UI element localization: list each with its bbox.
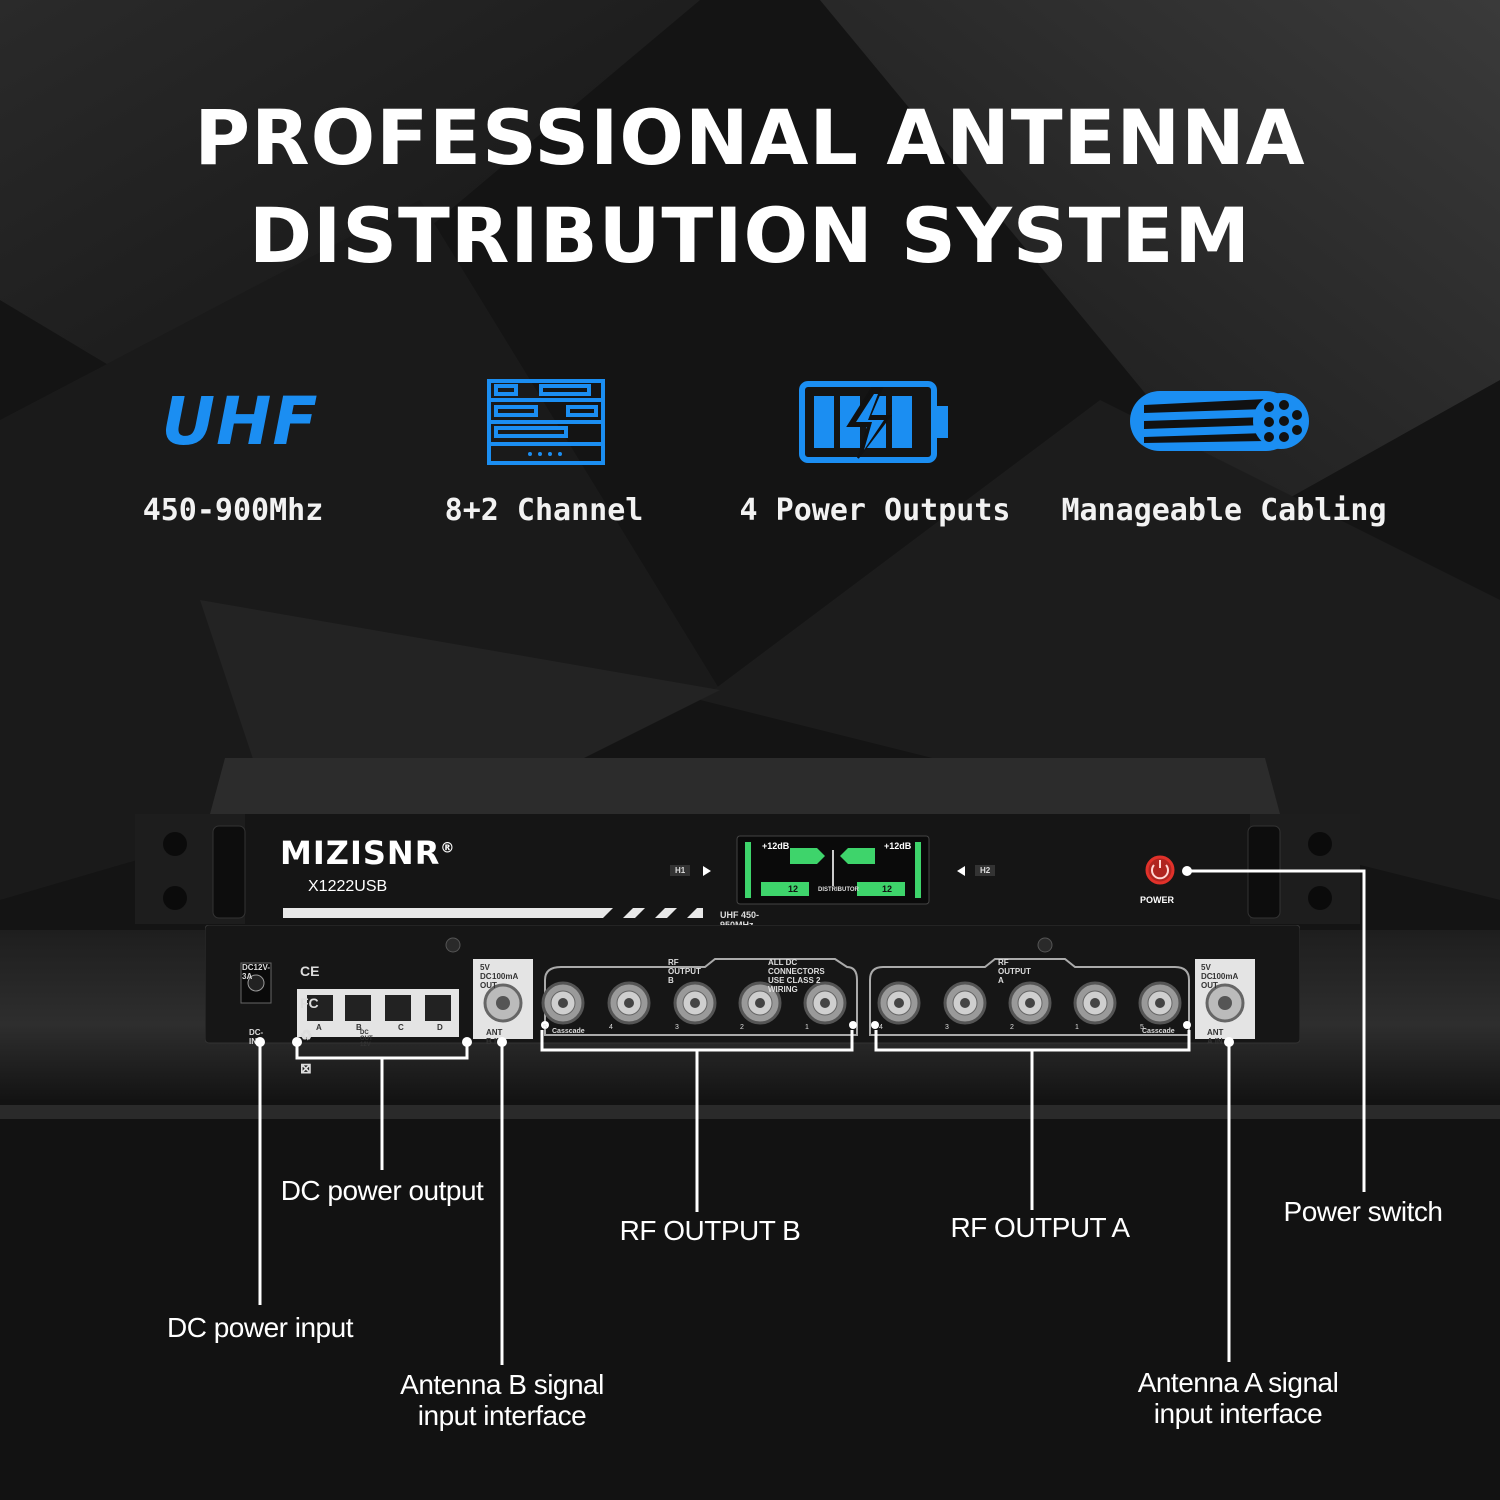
feature-label-channels: 8+2 Channel bbox=[444, 493, 644, 528]
rf-port-number: 3 bbox=[945, 1024, 949, 1031]
callout-power-switch: Power switch bbox=[1283, 1196, 1443, 1227]
callout-rf-output-b: RF OUTPUT B bbox=[619, 1215, 801, 1246]
display-value-right: 12 bbox=[882, 884, 893, 894]
rf-port-number: 2 bbox=[740, 1024, 744, 1031]
rf-port-number: 5 bbox=[543, 1024, 547, 1031]
rf-port-number: 2 bbox=[1010, 1024, 1014, 1031]
model-number: X1222USB bbox=[308, 878, 388, 895]
display-gain-left: +12dB bbox=[762, 841, 790, 851]
dc-out-port-b[interactable]: B bbox=[356, 1023, 362, 1032]
rf-port-number: 4 bbox=[879, 1024, 883, 1031]
h2-label: H2 bbox=[975, 865, 996, 876]
rf-port-number: 1 bbox=[805, 1024, 809, 1031]
cable-bundle-icon bbox=[1130, 391, 1309, 451]
battery-power-icon bbox=[799, 381, 948, 463]
callout-rf-output-a: RF OUTPUT A bbox=[950, 1212, 1130, 1243]
headline-line-1: PROFESSIONAL ANTENNA bbox=[194, 93, 1306, 182]
ant-a-top-label: 5V DC OUT bbox=[1201, 963, 1218, 990]
callout-dc-power-output: DC power output bbox=[280, 1175, 484, 1206]
rf-output-a-port[interactable]: 4 bbox=[877, 981, 921, 1031]
callout-antenna-b-line-1: Antenna B signal bbox=[400, 1369, 604, 1400]
dc-in-top-label: DC12V-3A bbox=[242, 963, 271, 981]
dc-out-port-d[interactable]: D bbox=[437, 1023, 443, 1032]
rf-output-a-port[interactable]: 2 bbox=[1008, 981, 1052, 1031]
dc-in-bottom-label: DC-IN bbox=[249, 1028, 264, 1046]
rf-output-b-port[interactable]: 1 bbox=[803, 981, 847, 1031]
dc-out-label: DC OUT 12V bbox=[360, 1030, 373, 1048]
ant-b-mid-label: 100mA bbox=[492, 972, 519, 981]
rf-output-b-port[interactable]: 3 bbox=[673, 981, 717, 1031]
callout-dc-power-input: DC power input bbox=[167, 1312, 353, 1343]
registered-mark: ® bbox=[440, 840, 456, 857]
dc-out-port-c[interactable]: C bbox=[398, 1023, 404, 1032]
display-center-label: DISTRIBUTOR bbox=[818, 887, 859, 893]
rf-output-a-port[interactable]: 1 bbox=[1073, 981, 1117, 1031]
callout-antenna-a-line-1: Antenna A signal bbox=[1137, 1367, 1339, 1398]
ant-a-bottom-label: ANT A IN bbox=[1207, 1028, 1224, 1046]
rf-a-title: RF OUTPUT A bbox=[998, 958, 1031, 985]
callout-antenna-a-line-2: input interface bbox=[1153, 1397, 1323, 1429]
h1-label: H1 bbox=[670, 865, 691, 876]
device-front-panel bbox=[135, 758, 1360, 924]
callout-antenna-b-line-2: input interface bbox=[417, 1399, 587, 1431]
rf-output-a-port[interactable]: 5 bbox=[1138, 981, 1182, 1031]
rf-output-b-port[interactable]: 4 bbox=[607, 981, 651, 1031]
brand-logo: MIZISNR bbox=[280, 834, 441, 872]
feature-label-frequency: 450-900Mhz bbox=[142, 493, 324, 528]
callout-antenna-b: Antenna B signal input interface bbox=[380, 1369, 624, 1432]
ant-b-top-label: 5V DC OUT bbox=[480, 963, 497, 990]
feature-label-cabling: Manageable Cabling bbox=[1061, 493, 1387, 528]
headline-line-2: DISTRIBUTION SYSTEM bbox=[248, 191, 1252, 280]
ant-a-mid-label: 100mA bbox=[1212, 972, 1239, 981]
class-2-note: ALL DC CONNECTORS USE CLASS 2 WIRING bbox=[768, 958, 825, 994]
certification-marks: CE FC ♻ ⊠ bbox=[300, 963, 320, 1076]
display-value-left: 12 bbox=[788, 884, 799, 894]
rf-output-b-port[interactable]: 5 bbox=[541, 981, 585, 1031]
feature-label-power-outputs: 4 Power Outputs bbox=[739, 493, 1011, 528]
dc-out-port-a[interactable]: A bbox=[316, 1023, 322, 1032]
display-gain-right: +12dB bbox=[884, 841, 912, 851]
rf-connectors: 5 4 3 2 1 4 3 2 1 5 bbox=[541, 981, 1182, 1031]
rf-port-number: 3 bbox=[675, 1024, 679, 1031]
rf-output-a-port[interactable]: 3 bbox=[943, 981, 987, 1031]
rf-output-b-port[interactable]: 2 bbox=[738, 981, 782, 1031]
ant-b-bottom-label: ANT B IN bbox=[486, 1028, 503, 1046]
rf-port-number: 4 bbox=[609, 1024, 613, 1031]
rf-port-number: 5 bbox=[1140, 1024, 1144, 1031]
callout-antenna-a: Antenna A signal input interface bbox=[1116, 1367, 1360, 1430]
cascade-a-label: Casscade bbox=[1142, 1028, 1175, 1035]
rf-port-number: 1 bbox=[1075, 1024, 1079, 1031]
rack-channels-icon bbox=[487, 379, 605, 465]
power-label: POWER bbox=[1140, 895, 1175, 905]
rf-b-title: RF OUTPUT B bbox=[668, 958, 701, 985]
cascade-b-label: Casscade bbox=[552, 1028, 585, 1035]
uhf-badge: UHF bbox=[161, 383, 319, 460]
